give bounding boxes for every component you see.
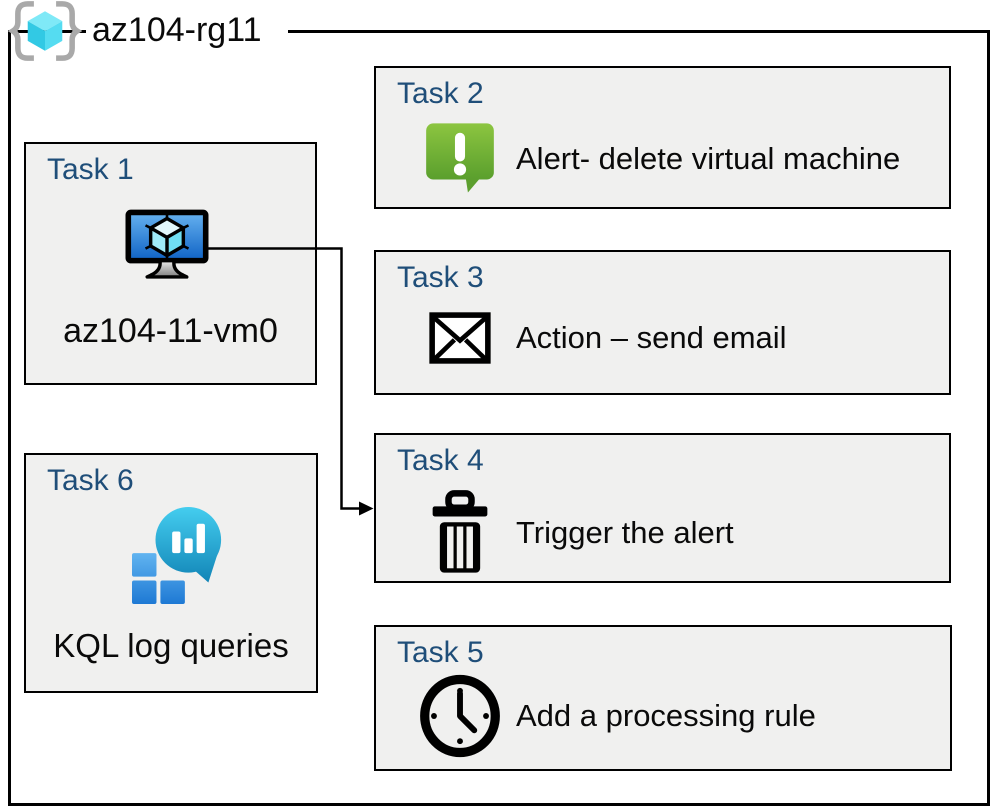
task-3-title: Task 3 [397, 261, 484, 294]
email-icon-slot [418, 312, 502, 364]
task-5-box: Task 5 Add a processing rule [374, 625, 952, 771]
task-6-title: Task 6 [47, 464, 134, 497]
task-1-box: Task 1 az104-11-vm0 [24, 142, 317, 385]
alert-icon-slot [418, 121, 502, 197]
resource-group-label: az104-rg11 [92, 10, 262, 49]
virtual-machine-icon [125, 209, 209, 279]
task-4-label: Trigger the alert [516, 515, 734, 550]
clock-icon [420, 674, 500, 758]
trash-icon [432, 490, 488, 573]
task-5-label: Add a processing rule [516, 698, 816, 733]
task-4-box: Task 4 Trigger the alert [374, 433, 951, 583]
trash-icon-slot [418, 489, 502, 577]
task-2-title: Task 2 [397, 77, 484, 110]
task-3-box: Task 3 Action – send email [374, 250, 951, 395]
task-4-row: Trigger the alert [418, 489, 734, 577]
task-5-row: Add a processing rule [418, 673, 816, 759]
task-2-label: Alert- delete virtual machine [516, 141, 901, 176]
log-analytics-icon [132, 507, 222, 604]
task-6-box: Task 6 KQL log queries [24, 453, 318, 693]
clock-icon-slot [418, 673, 502, 759]
resource-group-icon [8, 1, 82, 61]
task-3-row: Action – send email [418, 312, 787, 364]
task-1-label: az104-11-vm0 [63, 312, 278, 350]
task-4-title: Task 4 [397, 444, 484, 477]
task-6-label: KQL log queries [53, 627, 289, 664]
task-2-row: Alert- delete virtual machine [418, 121, 900, 197]
task-5-title: Task 5 [397, 636, 484, 669]
task-1-title: Task 1 [47, 153, 134, 186]
task-2-box: Task 2 Alert- delete virtual machine [374, 66, 951, 209]
alert-icon [426, 123, 494, 193]
resource-group-label-area: az104-rg11 [86, 7, 288, 53]
task-3-label: Action – send email [516, 320, 787, 355]
email-icon [429, 312, 491, 364]
